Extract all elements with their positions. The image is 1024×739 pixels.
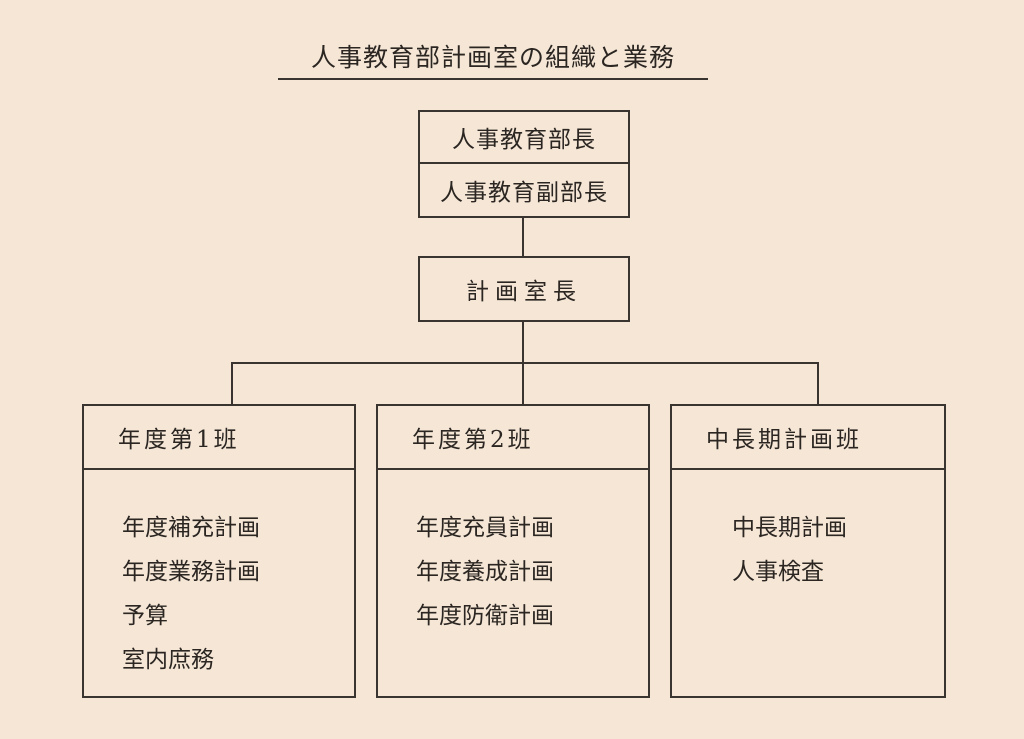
team-name: 年度第1班 xyxy=(84,406,354,470)
department-head: 人事教育部長 xyxy=(420,112,628,164)
duty-item: 年度業務計画 xyxy=(122,559,260,585)
duty-item: 人事検査 xyxy=(732,559,824,585)
connector-horizontal xyxy=(231,362,819,364)
document-title: 人事教育部計画室の組織と業務 xyxy=(278,38,708,80)
team-name: 年度第2班 xyxy=(378,406,648,470)
office-chief: 計画室長 xyxy=(466,279,582,305)
team-duties: 年度充員計画 年度養成計画 年度防衛計画 xyxy=(378,470,648,638)
team-box-1: 年度第1班 年度補充計画 年度業務計画 予算 室内庶務 xyxy=(82,404,356,698)
duty-item: 予算 xyxy=(122,603,168,629)
duty-item: 年度補充計画 xyxy=(122,515,260,541)
deputy-department-head: 人事教育副部長 xyxy=(440,180,608,206)
connector-team-1 xyxy=(231,362,233,404)
duty-item: 年度充員計画 xyxy=(416,515,554,541)
team-box-3: 中長期計画班 中長期計画 人事検査 xyxy=(670,404,946,698)
connector-head-to-chief xyxy=(522,218,524,256)
department-head-box: 人事教育部長 人事教育副部長 xyxy=(418,110,630,218)
duty-item: 室内庶務 xyxy=(122,647,214,673)
team-box-2: 年度第2班 年度充員計画 年度養成計画 年度防衛計画 xyxy=(376,404,650,698)
connector-team-3 xyxy=(817,362,819,404)
duty-item: 年度養成計画 xyxy=(416,559,554,585)
duty-item: 年度防衛計画 xyxy=(416,603,554,629)
office-chief-box: 計画室長 xyxy=(418,256,630,322)
team-duties: 年度補充計画 年度業務計画 予算 室内庶務 xyxy=(84,470,354,682)
team-name: 中長期計画班 xyxy=(672,406,944,470)
duty-item: 中長期計画 xyxy=(732,515,847,541)
team-duties: 中長期計画 人事検査 xyxy=(672,470,944,594)
